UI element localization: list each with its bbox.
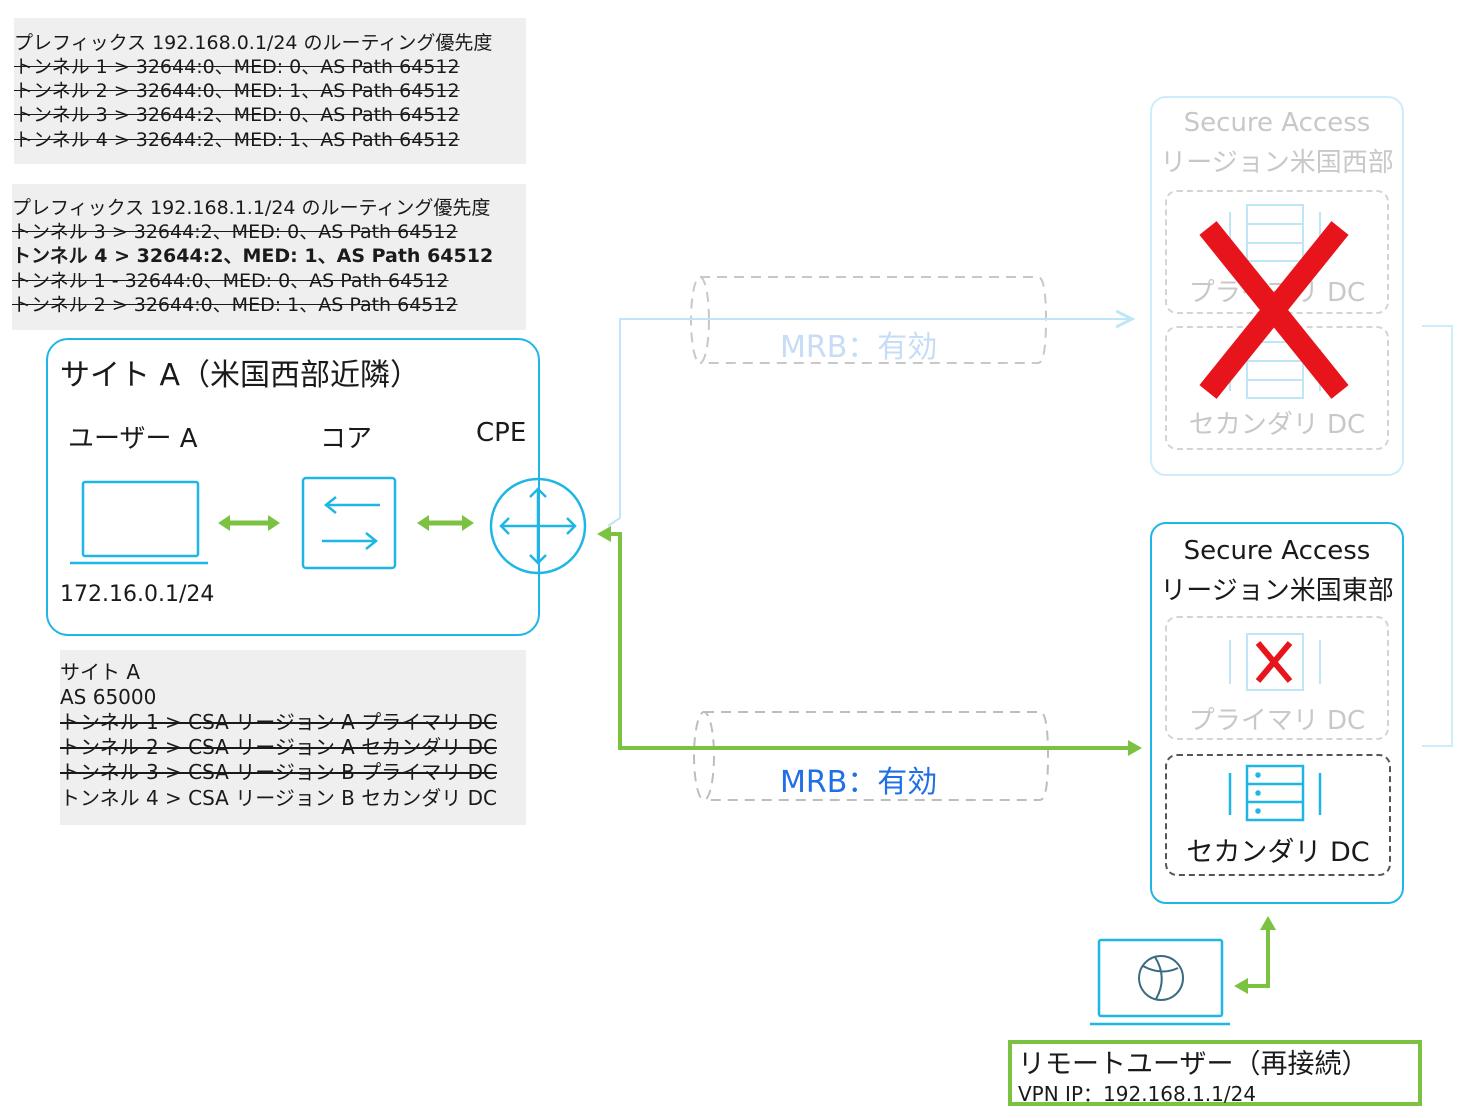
prefix-a-line-2: トンネル 2 > 32644:0、MED: 1、AS Path 64512 <box>14 80 460 102</box>
region-east-secondary-label: セカンダリ DC <box>1186 837 1370 868</box>
region-east-title: Secure Access <box>1183 536 1371 566</box>
region-east-subtitle: リージョン米国東部 <box>1160 576 1394 606</box>
failed-x-icon <box>1199 221 1349 399</box>
path-remote <box>1244 926 1270 988</box>
server-icon <box>1229 633 1321 691</box>
prefix-a-line-3: トンネル 3 > 32644:2、MED: 0、AS Path 64512 <box>14 104 460 126</box>
router-icon <box>489 477 587 575</box>
region-east-primary-label: プライマリ DC <box>1188 706 1366 736</box>
prefix-b-line-4: トンネル 2 > 32644:0、MED: 1、AS Path 64512 <box>12 294 458 316</box>
remote-laptop-icon <box>1090 938 1230 1026</box>
switch-icon <box>301 476 397 570</box>
remote-user-title: リモートユーザー（再接続） <box>1018 1049 1369 1080</box>
site-info-tunnel-4: トンネル 4 > CSA リージョン B セカンダリ DC <box>60 786 497 810</box>
region-east-secondary-dc <box>1165 754 1391 876</box>
user-a-ip: 172.16.0.1/24 <box>60 582 215 607</box>
site-info-as: AS 65000 <box>60 685 157 709</box>
globe-icon <box>1138 955 1184 1001</box>
path-east <box>605 532 1130 750</box>
prefix-a-panel <box>14 18 526 164</box>
region-west-secondary-label: セカンダリ DC <box>1188 410 1366 440</box>
region-east-primary-dc <box>1165 616 1389 740</box>
tunnel-bottom <box>693 711 1050 801</box>
server-icon <box>1229 204 1321 262</box>
prefix-a-line-1: トンネル 1 > 32644:0、MED: 0、AS Path 64512 <box>14 56 460 78</box>
region-west-box <box>1150 96 1404 476</box>
region-link-bracket <box>1422 325 1453 747</box>
prefix-b-line-3: トンネル 1 - 32644:0、MED: 0、AS Path 64512 <box>12 270 449 292</box>
tunnel-top-label: MRB：有効 <box>780 330 938 365</box>
link-user-core <box>218 515 280 531</box>
link-core-cpe <box>417 515 474 531</box>
prefix-b-panel <box>12 184 526 330</box>
site-a-box <box>46 338 540 636</box>
user-a-label: ユーザー A <box>68 424 198 454</box>
core-label: コア <box>320 424 373 454</box>
site-info-tunnel-1: トンネル 1 > CSA リージョン A プライマリ DC <box>60 710 497 734</box>
site-info-panel <box>60 650 526 825</box>
region-west-title: Secure Access <box>1183 108 1371 138</box>
prefix-a-title: プレフィックス 192.168.0.1/24 のルーティング優先度 <box>14 32 493 54</box>
failed-x-icon <box>1255 641 1293 683</box>
server-icon <box>1228 764 1322 822</box>
region-east-box <box>1150 522 1404 904</box>
site-info-tunnel-2: トンネル 2 > CSA リージョン A セカンダリ DC <box>60 735 497 759</box>
prefix-b-title: プレフィックス 192.168.1.1/24 のルーティング優先度 <box>12 197 491 219</box>
remote-user-box <box>1008 1040 1422 1106</box>
site-info-name: サイト A <box>60 660 141 684</box>
laptop-icon <box>70 480 208 565</box>
prefix-b-line-2: トンネル 4 > 32644:2、MED: 1、AS Path 64512 <box>12 245 494 267</box>
remote-user-vpn-ip: VPN IP：192.168.1.1/24 <box>1018 1082 1257 1106</box>
cpe-label: CPE <box>476 418 527 448</box>
path-west <box>607 319 1132 527</box>
tunnel-bottom-label: MRB：有効 <box>780 765 938 800</box>
site-info-tunnel-3: トンネル 3 > CSA リージョン B プライマリ DC <box>60 760 497 784</box>
prefix-a-line-4: トンネル 4 > 32644:2、MED: 1、AS Path 64512 <box>14 129 460 151</box>
region-west-subtitle: リージョン米国西部 <box>1160 148 1394 178</box>
site-a-title: サイト A（米国西部近隣） <box>60 358 421 393</box>
prefix-b-line-1: トンネル 3 > 32644:2、MED: 0、AS Path 64512 <box>12 221 458 243</box>
